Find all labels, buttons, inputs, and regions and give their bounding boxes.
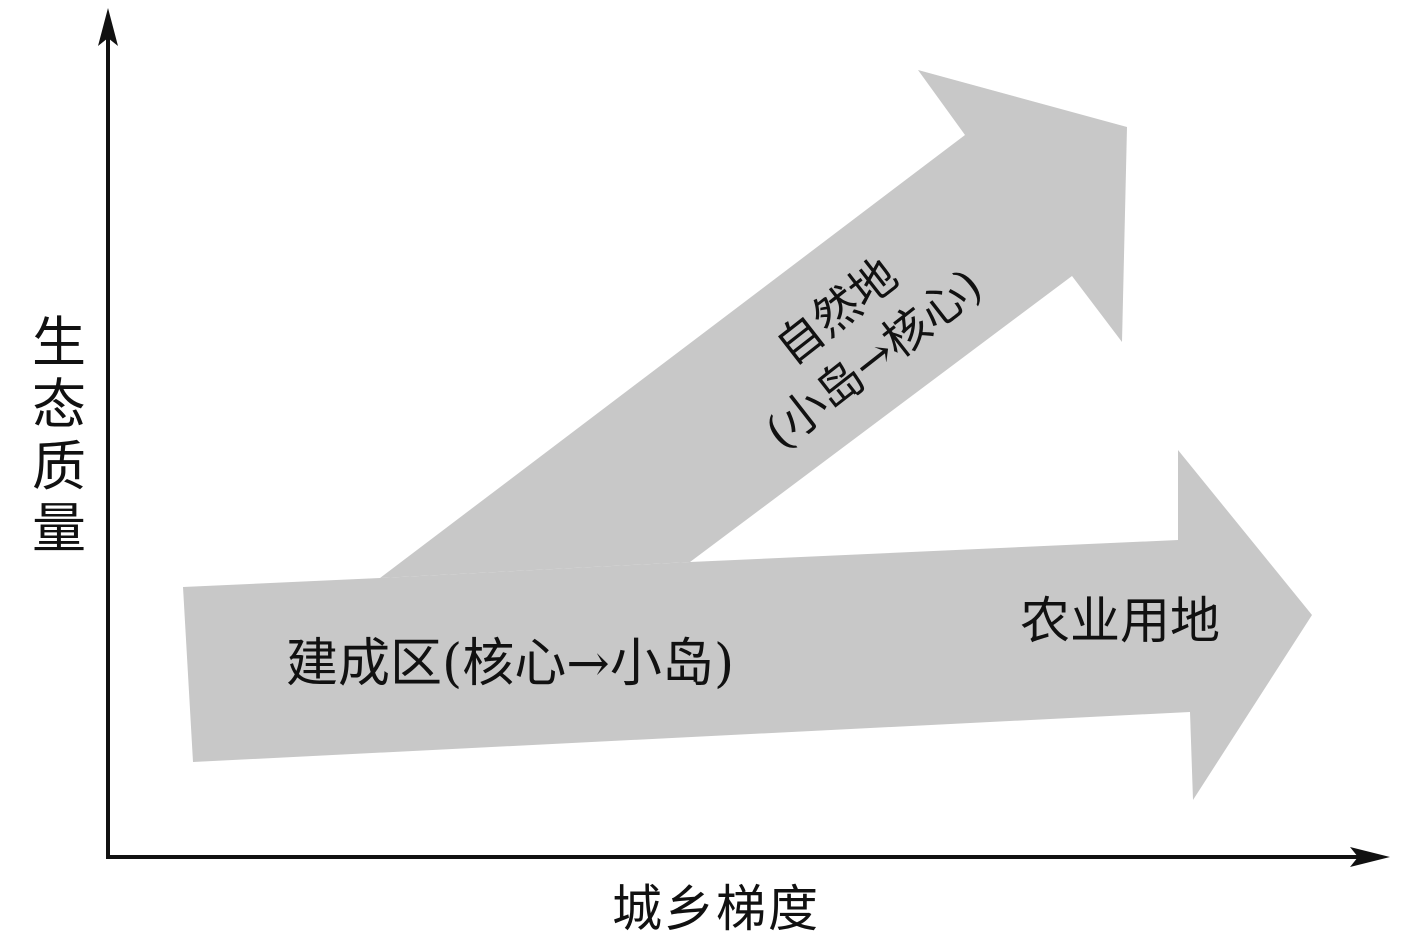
- natural-land-arrow: [380, 70, 1127, 578]
- x-axis-arrowhead: [1350, 847, 1390, 867]
- y-axis-label: 生态质量: [28, 312, 90, 560]
- built-up-arrow: [183, 450, 1312, 800]
- built-up-area-label: 建成区(核心→小岛): [286, 634, 735, 694]
- agricultural-land-label: 农业用地: [1020, 592, 1220, 650]
- y-axis-label-char: 量: [32, 497, 86, 560]
- y-axis-label-char: 质: [32, 435, 86, 498]
- y-axis-label-char: 态: [32, 373, 86, 436]
- x-axis-label: 城乡梯度: [612, 880, 820, 938]
- y-axis-arrowhead: [98, 8, 118, 46]
- y-axis-label-char: 生: [32, 311, 86, 374]
